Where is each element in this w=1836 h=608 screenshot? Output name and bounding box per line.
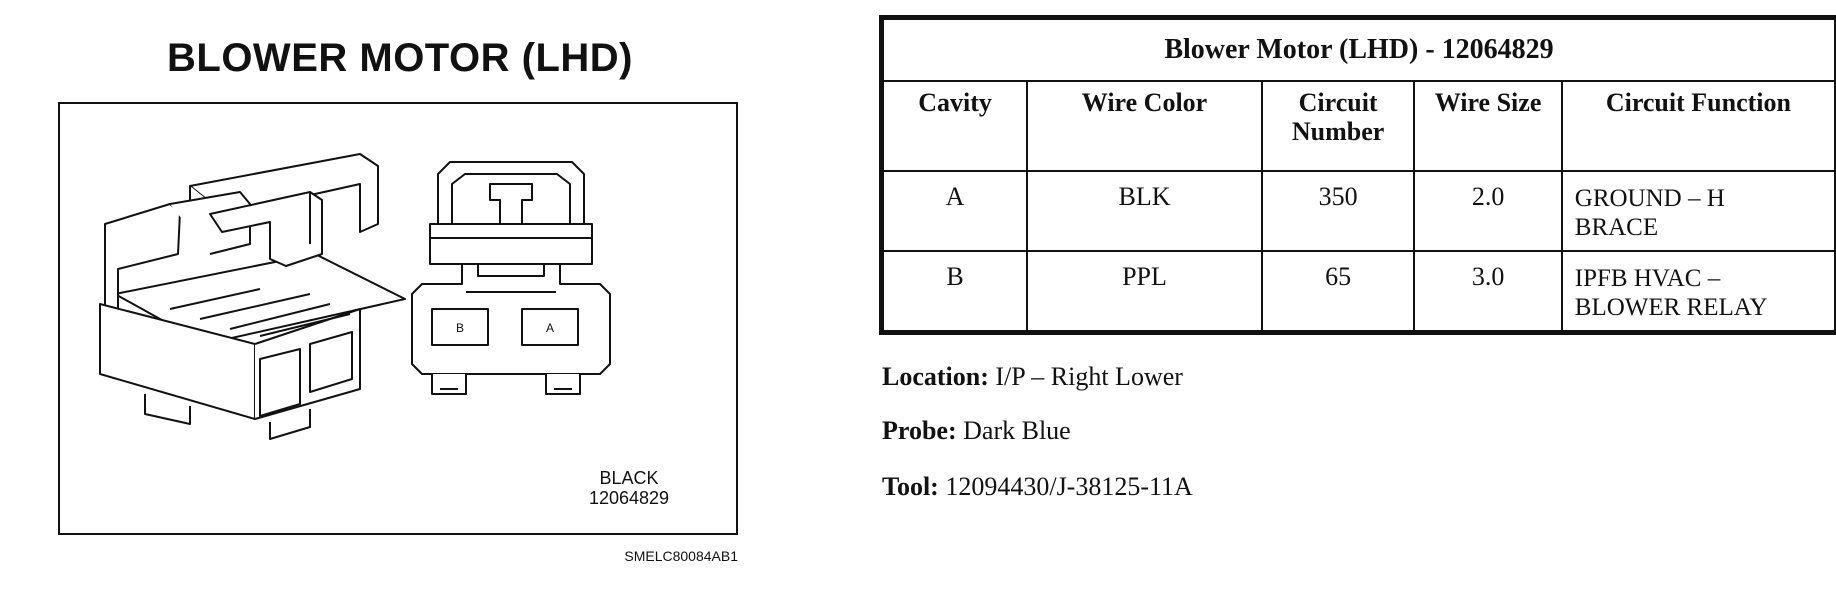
tool-value: 12094430/J-38125-11A (945, 472, 1193, 501)
location-line: Location: I/P – Right Lower (882, 362, 1183, 392)
table-row: A BLK 350 2.0 GROUND – H BRACE (881, 170, 1836, 252)
cell-wire-size: 3.0 (1413, 250, 1563, 332)
header-wire-size: Wire Size (1413, 80, 1563, 172)
cell-wire-size: 2.0 (1413, 170, 1563, 252)
cell-circuit-number: 65 (1260, 250, 1416, 332)
connector-isometric-view (99, 153, 406, 440)
cell-circuit-function: GROUND – H BRACE (1560, 170, 1836, 252)
connector-label: BLACK 12064829 (554, 468, 704, 508)
header-wire-color: Wire Color (1026, 80, 1263, 172)
header-circuit-number: Circuit Number (1260, 80, 1416, 172)
connector-title: BLOWER MOTOR (LHD) (167, 36, 633, 80)
tool-label: Tool: (882, 472, 939, 501)
probe-line: Probe: Dark Blue (882, 416, 1071, 446)
connector-front-view (411, 161, 611, 395)
connector-part-number: 12064829 (588, 488, 670, 508)
probe-label: Probe: (882, 416, 957, 445)
pinout-table: Blower Motor (LHD) - 12064829 Cavity Wir… (879, 15, 1836, 335)
function-line: IPFB HVAC – (1574, 265, 1721, 292)
header-cavity: Cavity (881, 80, 1029, 172)
cell-circuit-function: IPFB HVAC – BLOWER RELAY (1560, 250, 1836, 332)
cell-wire-color: BLK (1026, 170, 1263, 252)
cavity-label-b: B (456, 321, 464, 335)
cell-cavity: B (881, 250, 1029, 332)
location-label: Location: (882, 362, 989, 391)
function-line: GROUND – H (1574, 185, 1725, 212)
function-line: BLOWER RELAY (1574, 294, 1768, 321)
connector-illustration: B A (99, 153, 611, 440)
table-title: Blower Motor (LHD) - 12064829 (882, 18, 1836, 82)
location-value: I/P – Right Lower (995, 362, 1183, 391)
probe-value: Dark Blue (963, 416, 1071, 445)
cavity-label-a: A (546, 321, 554, 335)
connector-color: BLACK (599, 468, 659, 488)
cell-wire-color: PPL (1026, 250, 1263, 332)
tool-line: Tool: 12094430/J-38125-11A (882, 472, 1193, 502)
figure-id: SMELC80084AB1 (624, 548, 738, 564)
cell-circuit-number: 350 (1260, 170, 1416, 252)
connector-figure: B A BLACK 12064829 (58, 102, 738, 535)
header-circuit-function: Circuit Function (1560, 80, 1836, 172)
function-line: BRACE (1574, 214, 1659, 241)
cell-cavity: A (881, 170, 1029, 252)
table-row: B PPL 65 3.0 IPFB HVAC – BLOWER RELAY (881, 250, 1836, 332)
